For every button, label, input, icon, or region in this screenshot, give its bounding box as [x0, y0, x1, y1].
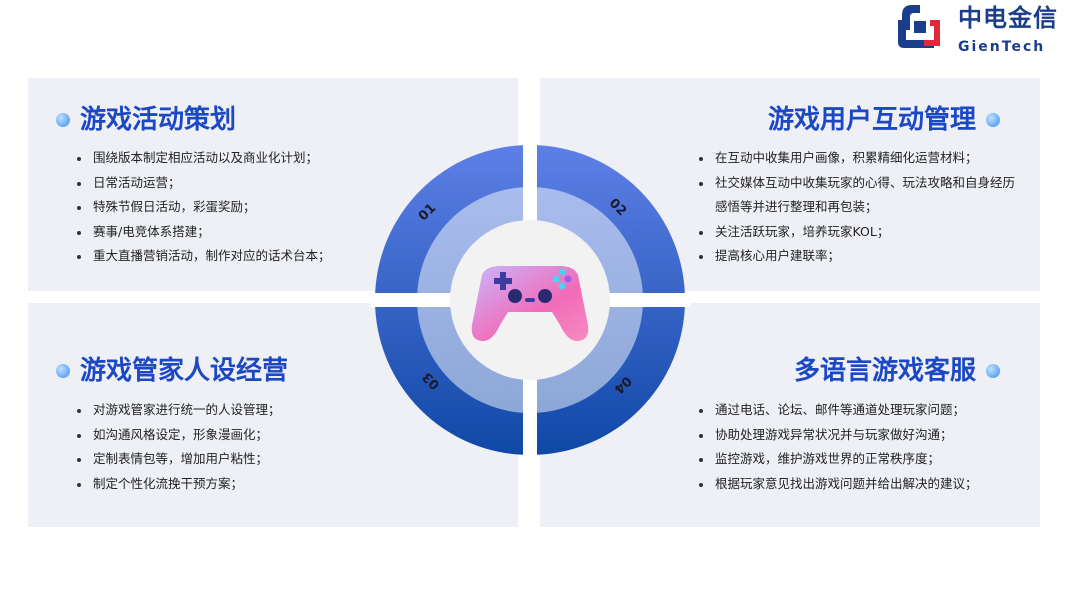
bullet-dot-icon: [986, 364, 1000, 378]
quadrant-ring-diagram: 01 02 03 04: [370, 140, 690, 460]
section-title: 多语言游戏客服: [794, 355, 1000, 387]
logo-chinese: 中电金信: [958, 4, 1058, 32]
list-item: 特殊节假日活动，彩蛋奖励；: [73, 195, 331, 220]
list-item: 围绕版本制定相应活动以及商业化计划；: [73, 146, 331, 171]
list-item: 在互动中收集用户画像，积累精细化运营材料；: [695, 146, 1015, 171]
bullet-dot-icon: [56, 113, 70, 127]
section-title: 游戏活动策划: [56, 104, 236, 136]
logo-english: GienTech: [958, 39, 1046, 55]
list-item: 根据玩家意见找出游戏问题并给出解决的建议；: [695, 472, 978, 497]
bullet-dot-icon: [56, 364, 70, 378]
item-list: 对游戏管家进行统一的人设管理； 如沟通风格设定，形象漫画化； 定制表情包等，增加…: [73, 398, 281, 496]
logo-mark-icon: [898, 5, 940, 48]
list-item: 关注活跃玩家，培养玩家KOL；: [695, 220, 1015, 245]
item-list: 通过电话、论坛、邮件等通道处理玩家问题； 协助处理游戏异常状况并与玩家做好沟通；…: [695, 398, 978, 496]
item-list: 围绕版本制定相应活动以及商业化计划； 日常活动运营； 特殊节假日活动，彩蛋奖励；…: [73, 146, 331, 269]
list-item: 社交媒体互动中收集玩家的心得、玩法攻略和自身经历感悟等并进行整理和再包装；: [695, 171, 1015, 220]
section-title: 游戏管家人设经营: [56, 355, 288, 387]
list-item: 重大直播营销活动，制作对应的话术台本；: [73, 244, 331, 269]
list-item: 制定个性化流挽干预方案；: [73, 472, 281, 497]
bullet-dot-icon: [986, 113, 1000, 127]
list-item: 定制表情包等，增加用户粘性；: [73, 447, 281, 472]
list-item: 提高核心用户建联率；: [695, 244, 1015, 269]
gamepad-icon: [471, 265, 589, 342]
list-item: 对游戏管家进行统一的人设管理；: [73, 398, 281, 423]
list-item: 监控游戏，维护游戏世界的正常秩序度；: [695, 447, 978, 472]
list-item: 协助处理游戏异常状况并与玩家做好沟通；: [695, 423, 978, 448]
list-item: 赛事/电竞体系搭建；: [73, 220, 331, 245]
list-item: 日常活动运营；: [73, 171, 331, 196]
section-title: 游戏用户互动管理: [768, 104, 1000, 136]
item-list: 在互动中收集用户画像，积累精细化运营材料； 社交媒体互动中收集玩家的心得、玩法攻…: [695, 146, 1015, 269]
list-item: 通过电话、论坛、邮件等通道处理玩家问题；: [695, 398, 978, 423]
list-item: 如沟通风格设定，形象漫画化；: [73, 423, 281, 448]
gientech-logo: 中电金信 GienTech: [890, 2, 1075, 58]
